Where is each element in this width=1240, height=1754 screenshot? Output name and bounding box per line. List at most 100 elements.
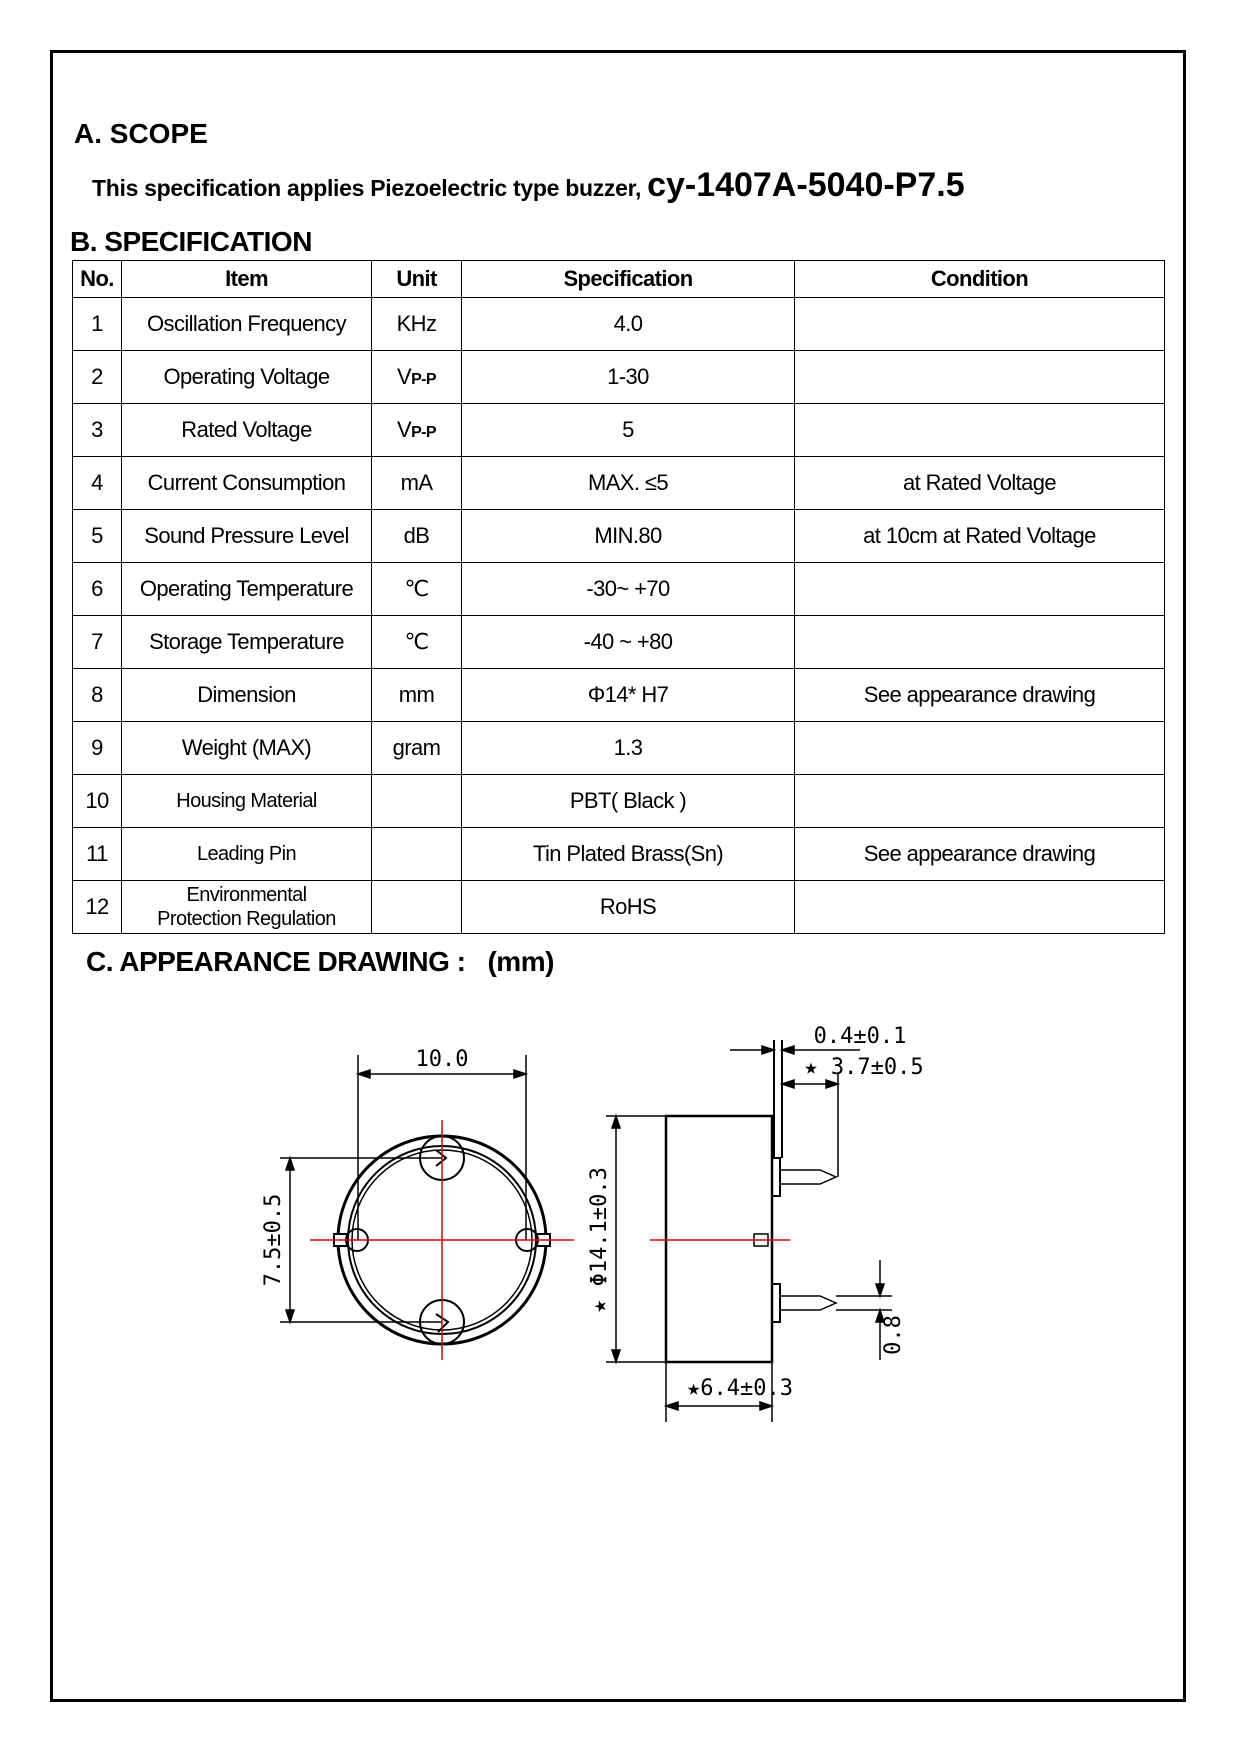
cell-condition: See appearance drawing bbox=[794, 668, 1165, 722]
appearance-drawing: 10.0 7.5±0.5 ★ Φ14.1±0.3 ★6.4±0.3 0.4±0.… bbox=[261, 1024, 924, 1422]
cell-spec: 1-30 bbox=[461, 350, 795, 404]
cell-condition: at 10cm at Rated Voltage bbox=[794, 509, 1165, 563]
cell-item: Storage Temperature bbox=[121, 615, 372, 669]
dim-pitch: 7.5±0.5 bbox=[261, 1194, 286, 1287]
specification-table: No. Item Unit Specification Condition 1 … bbox=[72, 260, 1165, 934]
cell-item: Housing Material bbox=[121, 774, 372, 828]
cell-no: 7 bbox=[72, 615, 122, 669]
cell-condition bbox=[794, 562, 1165, 616]
cell-no: 1 bbox=[72, 297, 122, 351]
scope-text: This specification applies Piezoelectric… bbox=[92, 175, 642, 201]
scope-statement: This specification applies Piezoelectric… bbox=[92, 166, 965, 205]
dim-pin-top: 0.4±0.1 bbox=[814, 1024, 907, 1049]
cell-spec: Φ14* H7 bbox=[461, 668, 795, 722]
item-line: Protection Regulation bbox=[157, 908, 336, 930]
table-row: 3 Rated Voltage VP-P 5 bbox=[72, 403, 1165, 457]
cell-condition bbox=[794, 350, 1165, 404]
unit-subscript: P-P bbox=[411, 371, 436, 388]
cell-condition: See appearance drawing bbox=[794, 827, 1165, 881]
dim-pin-len: ★ 3.7±0.5 bbox=[804, 1055, 923, 1080]
dim-pin-dia: 0.8 bbox=[881, 1315, 906, 1355]
cell-no: 3 bbox=[72, 403, 122, 457]
cell-item: Dimension bbox=[121, 668, 372, 722]
cell-unit bbox=[371, 880, 462, 934]
table-row: 8 Dimension mm Φ14* H7 See appearance dr… bbox=[72, 668, 1165, 722]
cell-unit: gram bbox=[371, 721, 462, 775]
cell-condition: at Rated Voltage bbox=[794, 456, 1165, 510]
header-specification: Specification bbox=[461, 260, 795, 298]
cell-item: Current Consumption bbox=[121, 456, 372, 510]
side-view bbox=[664, 1040, 838, 1364]
cell-spec: 5 bbox=[461, 403, 795, 457]
cell-condition bbox=[794, 774, 1165, 828]
specification-heading: B. SPECIFICATION bbox=[70, 226, 312, 257]
cell-condition bbox=[794, 297, 1165, 351]
cell-condition bbox=[794, 615, 1165, 669]
cell-unit bbox=[371, 827, 462, 881]
cell-spec: MAX. ≤5 bbox=[461, 456, 795, 510]
cell-unit bbox=[371, 774, 462, 828]
cell-item: Operating Voltage bbox=[121, 350, 372, 404]
cell-unit: KHz bbox=[371, 297, 462, 351]
dim-diameter-top: 10.0 bbox=[416, 1047, 469, 1072]
cell-spec: -30~ +70 bbox=[461, 562, 795, 616]
unit-main: V bbox=[397, 364, 412, 389]
cell-spec: Tin Plated Brass(Sn) bbox=[461, 827, 795, 881]
cell-spec: MIN.80 bbox=[461, 509, 795, 563]
scope-heading: A. SCOPE bbox=[74, 118, 208, 149]
cell-no: 8 bbox=[72, 668, 122, 722]
cell-unit: dB bbox=[371, 509, 462, 563]
cell-unit: ℃ bbox=[371, 562, 462, 616]
cell-no: 4 bbox=[72, 456, 122, 510]
cell-item: Sound Pressure Level bbox=[121, 509, 372, 563]
cell-no: 2 bbox=[72, 350, 122, 404]
cell-item: Operating Temperature bbox=[121, 562, 372, 616]
table-row: 10 Housing Material PBT( Black ) bbox=[72, 774, 1165, 828]
header-item: Item bbox=[121, 260, 372, 298]
cell-item: Leading Pin bbox=[121, 827, 372, 881]
cell-unit: mA bbox=[371, 456, 462, 510]
cell-condition bbox=[794, 880, 1165, 934]
cell-spec: 1.3 bbox=[461, 721, 795, 775]
side-dimensions bbox=[606, 1044, 892, 1422]
cell-spec: PBT( Black ) bbox=[461, 774, 795, 828]
unit-subscript: P-P bbox=[411, 424, 436, 441]
cell-condition bbox=[794, 403, 1165, 457]
table-row: 9 Weight (MAX) gram 1.3 bbox=[72, 721, 1165, 775]
table-row: 7 Storage Temperature ℃ -40 ~ +80 bbox=[72, 615, 1165, 669]
cell-spec: -40 ~ +80 bbox=[461, 615, 795, 669]
page-frame bbox=[50, 50, 1186, 1702]
item-line: Environmental bbox=[186, 884, 307, 906]
appearance-title: C. APPEARANCE DRAWING : bbox=[86, 946, 466, 977]
table-row: 11 Leading Pin Tin Plated Brass(Sn) See … bbox=[72, 827, 1165, 881]
cell-no: 5 bbox=[72, 509, 122, 563]
header-unit: Unit bbox=[371, 260, 462, 298]
table-row: 4 Current Consumption mA MAX. ≤5 at Rate… bbox=[72, 456, 1165, 510]
cell-unit: mm bbox=[371, 668, 462, 722]
model-number: cy-1407A-5040-P7.5 bbox=[647, 166, 965, 204]
cell-no: 11 bbox=[72, 827, 122, 881]
table-row: 1 Oscillation Frequency KHz 4.0 bbox=[72, 297, 1165, 351]
cell-item: Weight (MAX) bbox=[121, 721, 372, 775]
cell-item: Rated Voltage bbox=[121, 403, 372, 457]
table-row: 2 Operating Voltage VP-P 1-30 bbox=[72, 350, 1165, 404]
appearance-heading: C. APPEARANCE DRAWING :(mm) bbox=[86, 946, 554, 978]
front-dimensions bbox=[280, 1055, 529, 1325]
table-row: 6 Operating Temperature ℃ -30~ +70 bbox=[72, 562, 1165, 616]
cell-no: 9 bbox=[72, 721, 122, 775]
unit-main: V bbox=[397, 417, 412, 442]
cell-condition bbox=[794, 721, 1165, 775]
cell-no: 6 bbox=[72, 562, 122, 616]
header-condition: Condition bbox=[794, 260, 1165, 298]
cell-no: 10 bbox=[72, 774, 122, 828]
cell-item: Oscillation Frequency bbox=[121, 297, 372, 351]
center-lines bbox=[310, 1120, 790, 1360]
table-row: 5 Sound Pressure Level dB MIN.80 at 10cm… bbox=[72, 509, 1165, 563]
dim-outer-diameter: ★ Φ14.1±0.3 bbox=[587, 1167, 612, 1313]
cell-unit: VP-P bbox=[371, 350, 462, 404]
cell-unit: ℃ bbox=[371, 615, 462, 669]
cell-spec: RoHS bbox=[461, 880, 795, 934]
cell-unit: VP-P bbox=[371, 403, 462, 457]
